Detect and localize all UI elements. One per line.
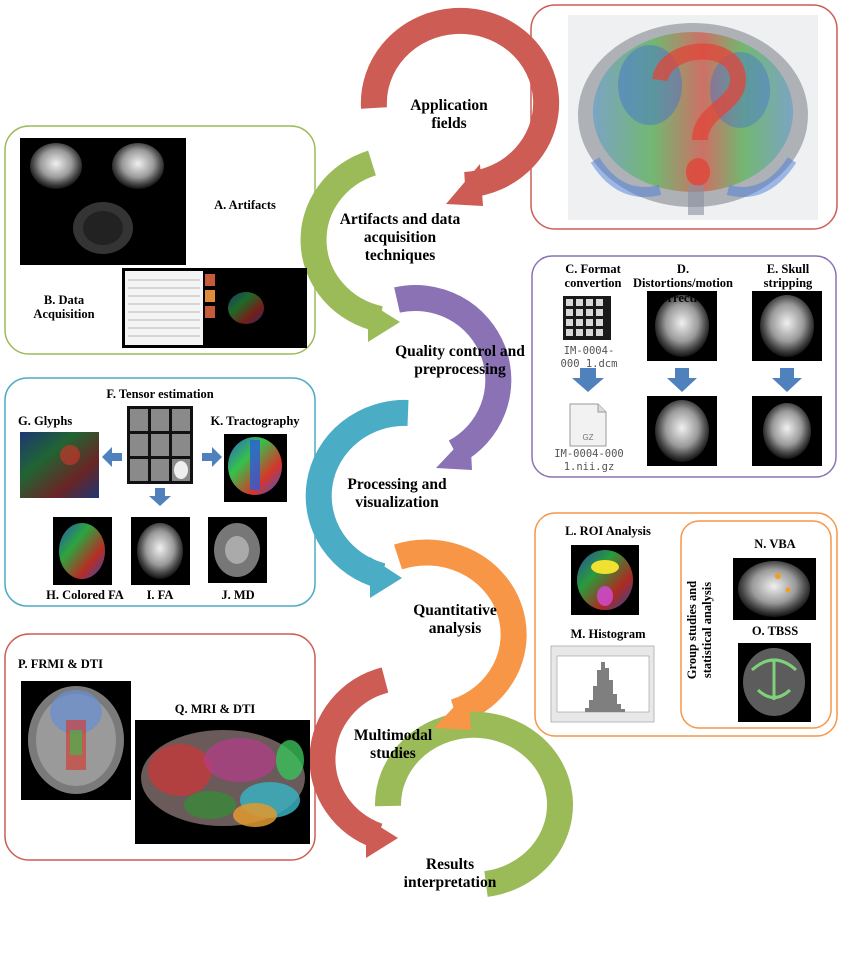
step-artifacts-label: Artifacts and data acquisition technique…	[339, 211, 461, 264]
panel-b-label: B. Data Acquisition	[33, 293, 95, 322]
skull-stripping-brains	[752, 291, 822, 466]
panel-a-label: A. Artifacts	[214, 198, 276, 212]
step-quality-label: Quality control and preprocessing	[395, 343, 525, 378]
panel-q-label: Q. MRI & DTI	[174, 702, 256, 716]
arc-quality	[394, 285, 512, 464]
step-results-label: Results interpretation	[403, 856, 497, 891]
vba-image	[733, 558, 816, 620]
histogram-image	[550, 645, 655, 723]
dicom-filename: IM-0004-000 1.dcm	[560, 345, 618, 371]
fmri-dti-image	[21, 681, 131, 800]
panel-l-label: L. ROI Analysis	[565, 524, 651, 538]
mri-dti-image	[135, 720, 310, 844]
arc-artifacts	[300, 150, 384, 332]
colored-fa-image	[53, 517, 112, 585]
arrowhead-artifacts	[368, 302, 400, 342]
roi-analysis-image	[571, 545, 639, 615]
panel-f-label: F. Tensor estimation	[106, 387, 214, 401]
panel-n-label: N. VBA	[754, 537, 796, 551]
arc-processing	[305, 399, 409, 589]
pipeline-arrowheads	[366, 164, 483, 858]
arrowhead-processing	[370, 557, 402, 598]
step-processing-label: Processing and visualization	[347, 476, 447, 511]
distortion-brains	[647, 291, 717, 466]
panel-g-label: G. Glyphs	[18, 414, 73, 428]
panel-h-label: H. Colored FA	[46, 588, 124, 602]
gz-badge: GZ	[582, 433, 593, 442]
step-multimodal-label: Multimodal studies	[353, 727, 433, 762]
panel-e-label: E. Skull stripping	[763, 262, 813, 291]
panel-d-label: D. Distortions/motion correction	[633, 262, 733, 305]
fa-image	[131, 517, 190, 585]
arrowhead-multimodal	[366, 818, 398, 858]
nii-filename: IM-0004-000 1.nii.gz	[554, 448, 624, 474]
panel-m-label: M. Histogram	[570, 627, 646, 641]
glyphs-image	[20, 432, 99, 498]
panel-i-label: I. FA	[146, 588, 174, 602]
md-image	[208, 517, 267, 583]
arc-multimodal	[309, 667, 389, 849]
step-application-label: Application fields	[410, 97, 488, 132]
panel-k-label: K. Tractography	[210, 414, 300, 428]
group-studies-label: Group studies and statistical analysis	[685, 580, 714, 680]
side-arrow-icons	[102, 447, 222, 506]
arrowhead-application	[446, 164, 483, 206]
tractography-image	[224, 434, 287, 502]
arrowhead-quantitative	[434, 692, 471, 730]
data-acquisition-screenshot	[122, 268, 307, 348]
panel-c-label: C. Format convertion	[564, 262, 622, 291]
panel-o-label: O. TBSS	[751, 624, 799, 638]
dicom-file-icon	[563, 296, 611, 340]
panel-p-label: P. FRMI & DTI	[18, 657, 103, 671]
step-quantitative-label: Quantitative analysis	[413, 602, 497, 637]
tensor-grid-image	[127, 406, 193, 484]
arrowhead-quality	[436, 432, 472, 470]
pipeline-arcs	[300, 8, 573, 897]
arc-quantitative	[393, 539, 527, 725]
arc-application	[360, 8, 559, 198]
arc-results	[374, 711, 573, 897]
tbss-image	[738, 643, 811, 722]
panel-j-label: J. MD	[221, 588, 255, 602]
artifacts-image	[20, 138, 186, 265]
brain-3d-image	[568, 15, 818, 220]
down-arrow-icons	[572, 368, 802, 392]
gz-file-icon: GZ	[569, 403, 607, 447]
